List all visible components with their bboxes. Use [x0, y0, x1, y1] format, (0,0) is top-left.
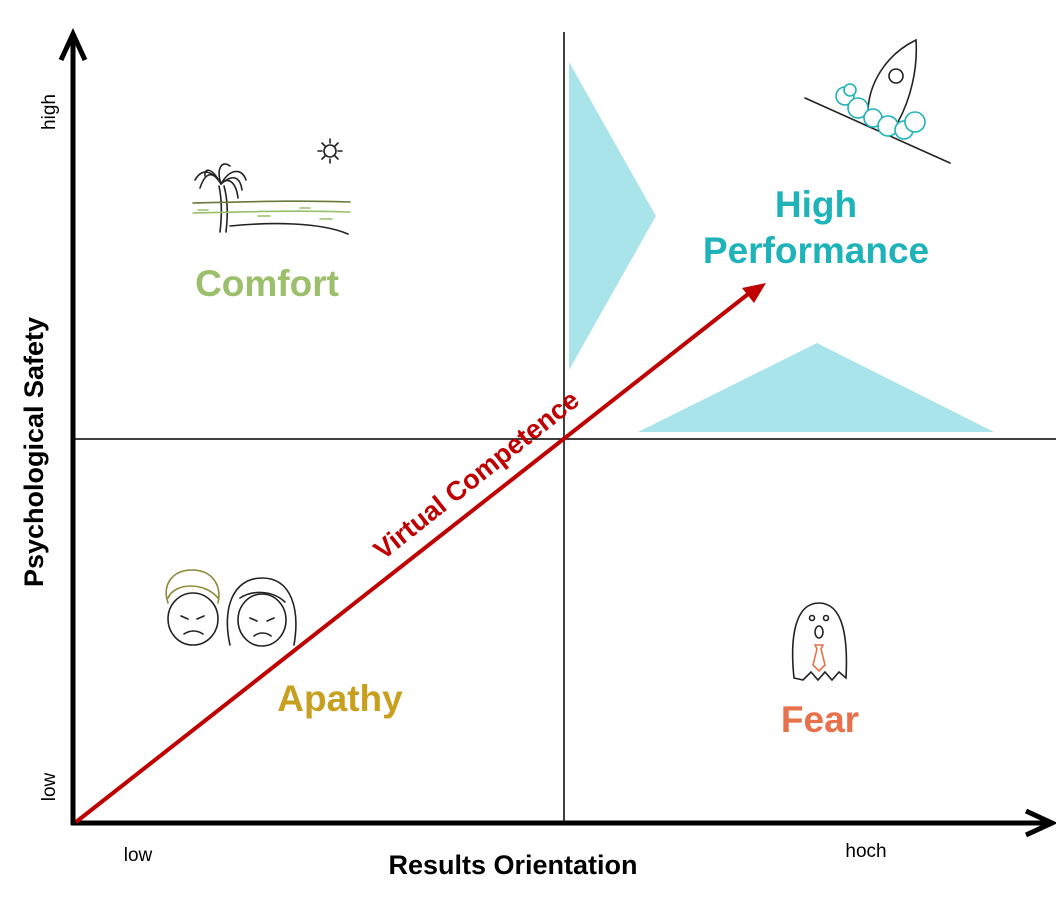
arrow-label: Virtual Competence	[368, 384, 585, 565]
beach-palm-icon	[192, 138, 351, 235]
virtual-competence-arrow	[74, 283, 766, 824]
upward-triangle	[638, 343, 994, 432]
fear-label: Fear	[781, 699, 859, 740]
high-performance-label-line1: High	[775, 184, 857, 225]
y-axis-low-label: low	[39, 772, 60, 801]
ghost-icon	[791, 602, 848, 682]
x-axis	[71, 808, 1056, 838]
rocket-icon	[804, 38, 951, 164]
x-axis-high-label: hoch	[845, 841, 886, 862]
y-axis-title: Psychological Safety	[19, 317, 49, 587]
high-performance-label-line2: Performance	[703, 230, 929, 271]
y-axis	[58, 28, 88, 825]
x-axis-title: Results Orientation	[388, 850, 637, 880]
x-axis-low-label: low	[124, 845, 153, 866]
right-pointing-triangle	[569, 62, 656, 370]
comfort-label: Comfort	[195, 263, 339, 304]
y-axis-high-label: high	[39, 94, 60, 130]
apathy-label: Apathy	[277, 678, 403, 719]
sad-faces-icon	[165, 569, 297, 647]
